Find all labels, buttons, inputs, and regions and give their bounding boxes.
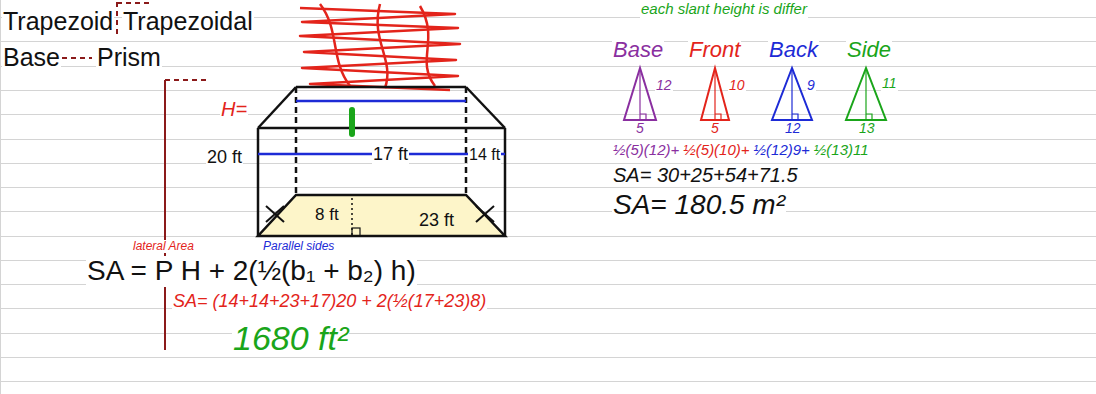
triangle-base: 5 (635, 121, 645, 136)
dimension-label: 14 ft (468, 146, 501, 164)
triangle-height: 10 (728, 78, 746, 93)
formula-note: Parallel sides (262, 240, 335, 253)
area-term: ½(5)(10)+ (682, 142, 750, 159)
height-note: H= (220, 98, 248, 120)
triangle-base: 12 (784, 121, 802, 136)
face-label: Base (612, 38, 664, 62)
answer-text: 1680 ft² (232, 320, 349, 357)
triangle-base: 13 (858, 121, 876, 136)
dimension-label: 23 ft (418, 211, 455, 231)
triangle-height: 11 (881, 76, 898, 91)
face-label: Back (768, 38, 819, 62)
area-sum: SA= 30+25+54+71.5 (612, 164, 799, 186)
triangle-sketches (624, 68, 886, 120)
triangle-height: 12 (655, 78, 673, 93)
area-term: ½(13)11 (813, 142, 870, 159)
red-scribble (300, 4, 460, 90)
heading-word: Trapezoidal (122, 8, 254, 36)
prism-figure (258, 87, 505, 236)
heading-word: Trapezoid (2, 8, 114, 36)
face-label: Front (688, 38, 741, 62)
dimension-label: 17 ft (372, 145, 409, 165)
face-label: Side (846, 38, 892, 62)
worked-equation: SA= (14+14+23+17)20 + 2(½(17+23)8) (172, 292, 487, 312)
formula-note: lateral Area (132, 240, 195, 253)
side-note: each slant height is differ (640, 1, 808, 18)
area-total: SA= 180.5 m² (612, 190, 786, 221)
dimension-label: 20 ft (206, 148, 243, 168)
formula-text: SA = P H + 2(½(b₁ + b₂) h) (86, 256, 417, 287)
triangle-base: 5 (710, 121, 720, 136)
dimension-label: 8 ft (314, 206, 340, 225)
area-term: ½(5)(12)+ (612, 142, 680, 159)
heading-word: Base (2, 44, 61, 72)
area-term: ½(12)9+ (753, 142, 811, 159)
heading-word: Prism (96, 44, 162, 72)
triangle-height: 9 (806, 78, 816, 93)
